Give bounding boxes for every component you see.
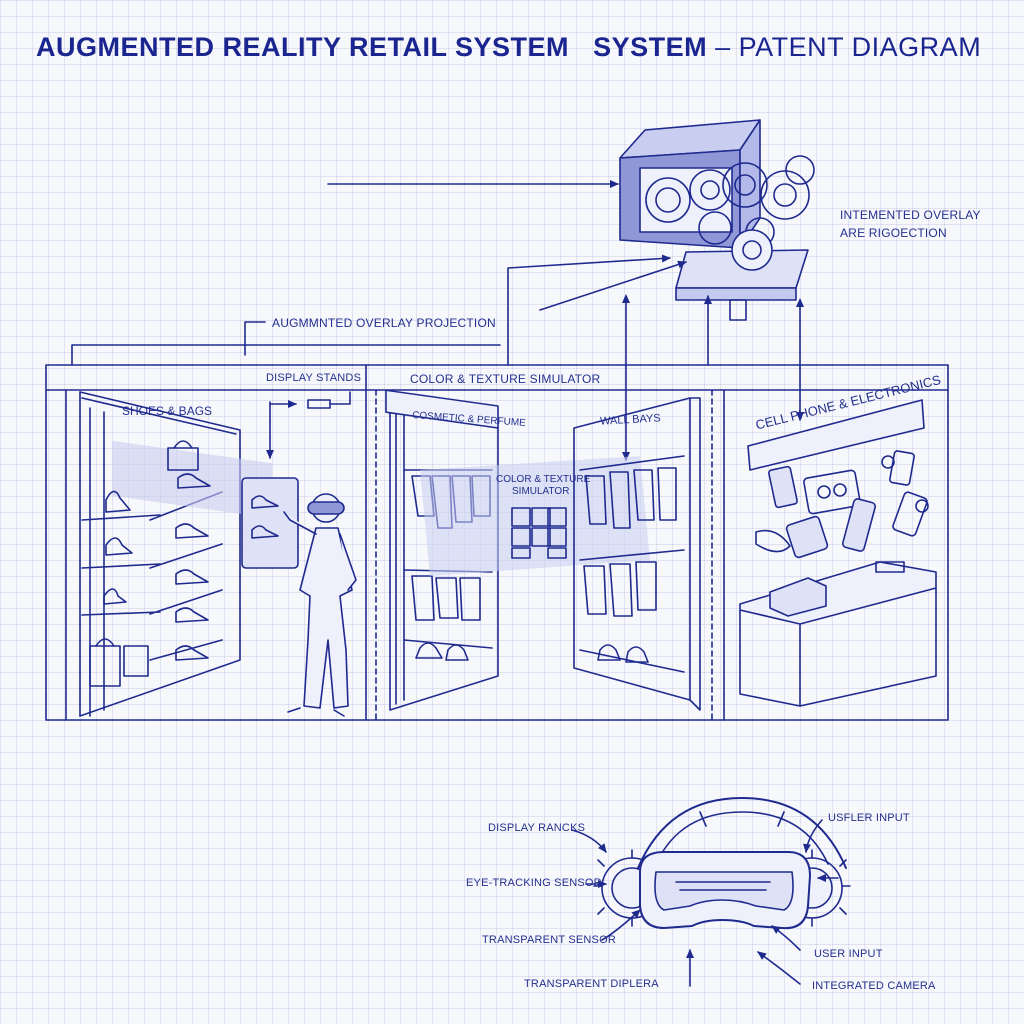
user-input-label: USER INPUT (814, 948, 883, 960)
page-title: AUGMENTED REALITY RETAIL SYSTEM SYSTEM –… (36, 32, 981, 63)
color-texture-label: COLOR & TEXTURE SIMULATOR (410, 372, 601, 386)
eye-tracking-label: EYE-TRACKING SENSOR (466, 877, 602, 889)
display-racks-label: DISPLAY RANCKS (488, 822, 586, 834)
integrated-camera-label: INTEGRATED CAMERA (812, 980, 936, 992)
wall-bays-rack (573, 397, 701, 711)
projector-unit (619, 119, 815, 321)
title-main: AUGMENTED REALITY RETAIL SYSTEM (36, 32, 570, 62)
ar-display-panel (241, 391, 351, 569)
color-texture-simulator (420, 456, 650, 576)
transparent-display-label: TRANSPARENT DIPLERA (524, 978, 659, 990)
title-second: SYSTEM (593, 32, 708, 62)
user-input-top-label: USFLER INPUT (828, 812, 910, 824)
cosmetic-rack (385, 389, 499, 711)
shoes-bags-shelf (65, 389, 272, 721)
electronics-section (739, 399, 937, 707)
simulator-line-2: SIMULATOR (512, 486, 570, 497)
overlay-label-top-2: ARE RIGOECTION (840, 226, 947, 240)
display-stands-label: DISPLAY STANDS (266, 372, 362, 384)
overlay-projection-label: AUGMMNTED OVERLAY PROJECTION (272, 316, 496, 330)
shopper-figure (283, 493, 357, 717)
overlay-label-top-1: INTEMENTED OVERLAY (840, 208, 981, 222)
simulator-line-1: COLOR & TEXTURE (496, 474, 591, 485)
ar-headset (593, 797, 851, 930)
store-frame (45, 364, 949, 721)
transparent-sensor-label: TRANSPARENT SENSOR (482, 934, 616, 946)
shoes-bags-sign: SHOES & BAGS (122, 404, 213, 418)
title-dash: – (715, 32, 731, 62)
title-sub: PATENT DIAGRAM (738, 32, 982, 62)
